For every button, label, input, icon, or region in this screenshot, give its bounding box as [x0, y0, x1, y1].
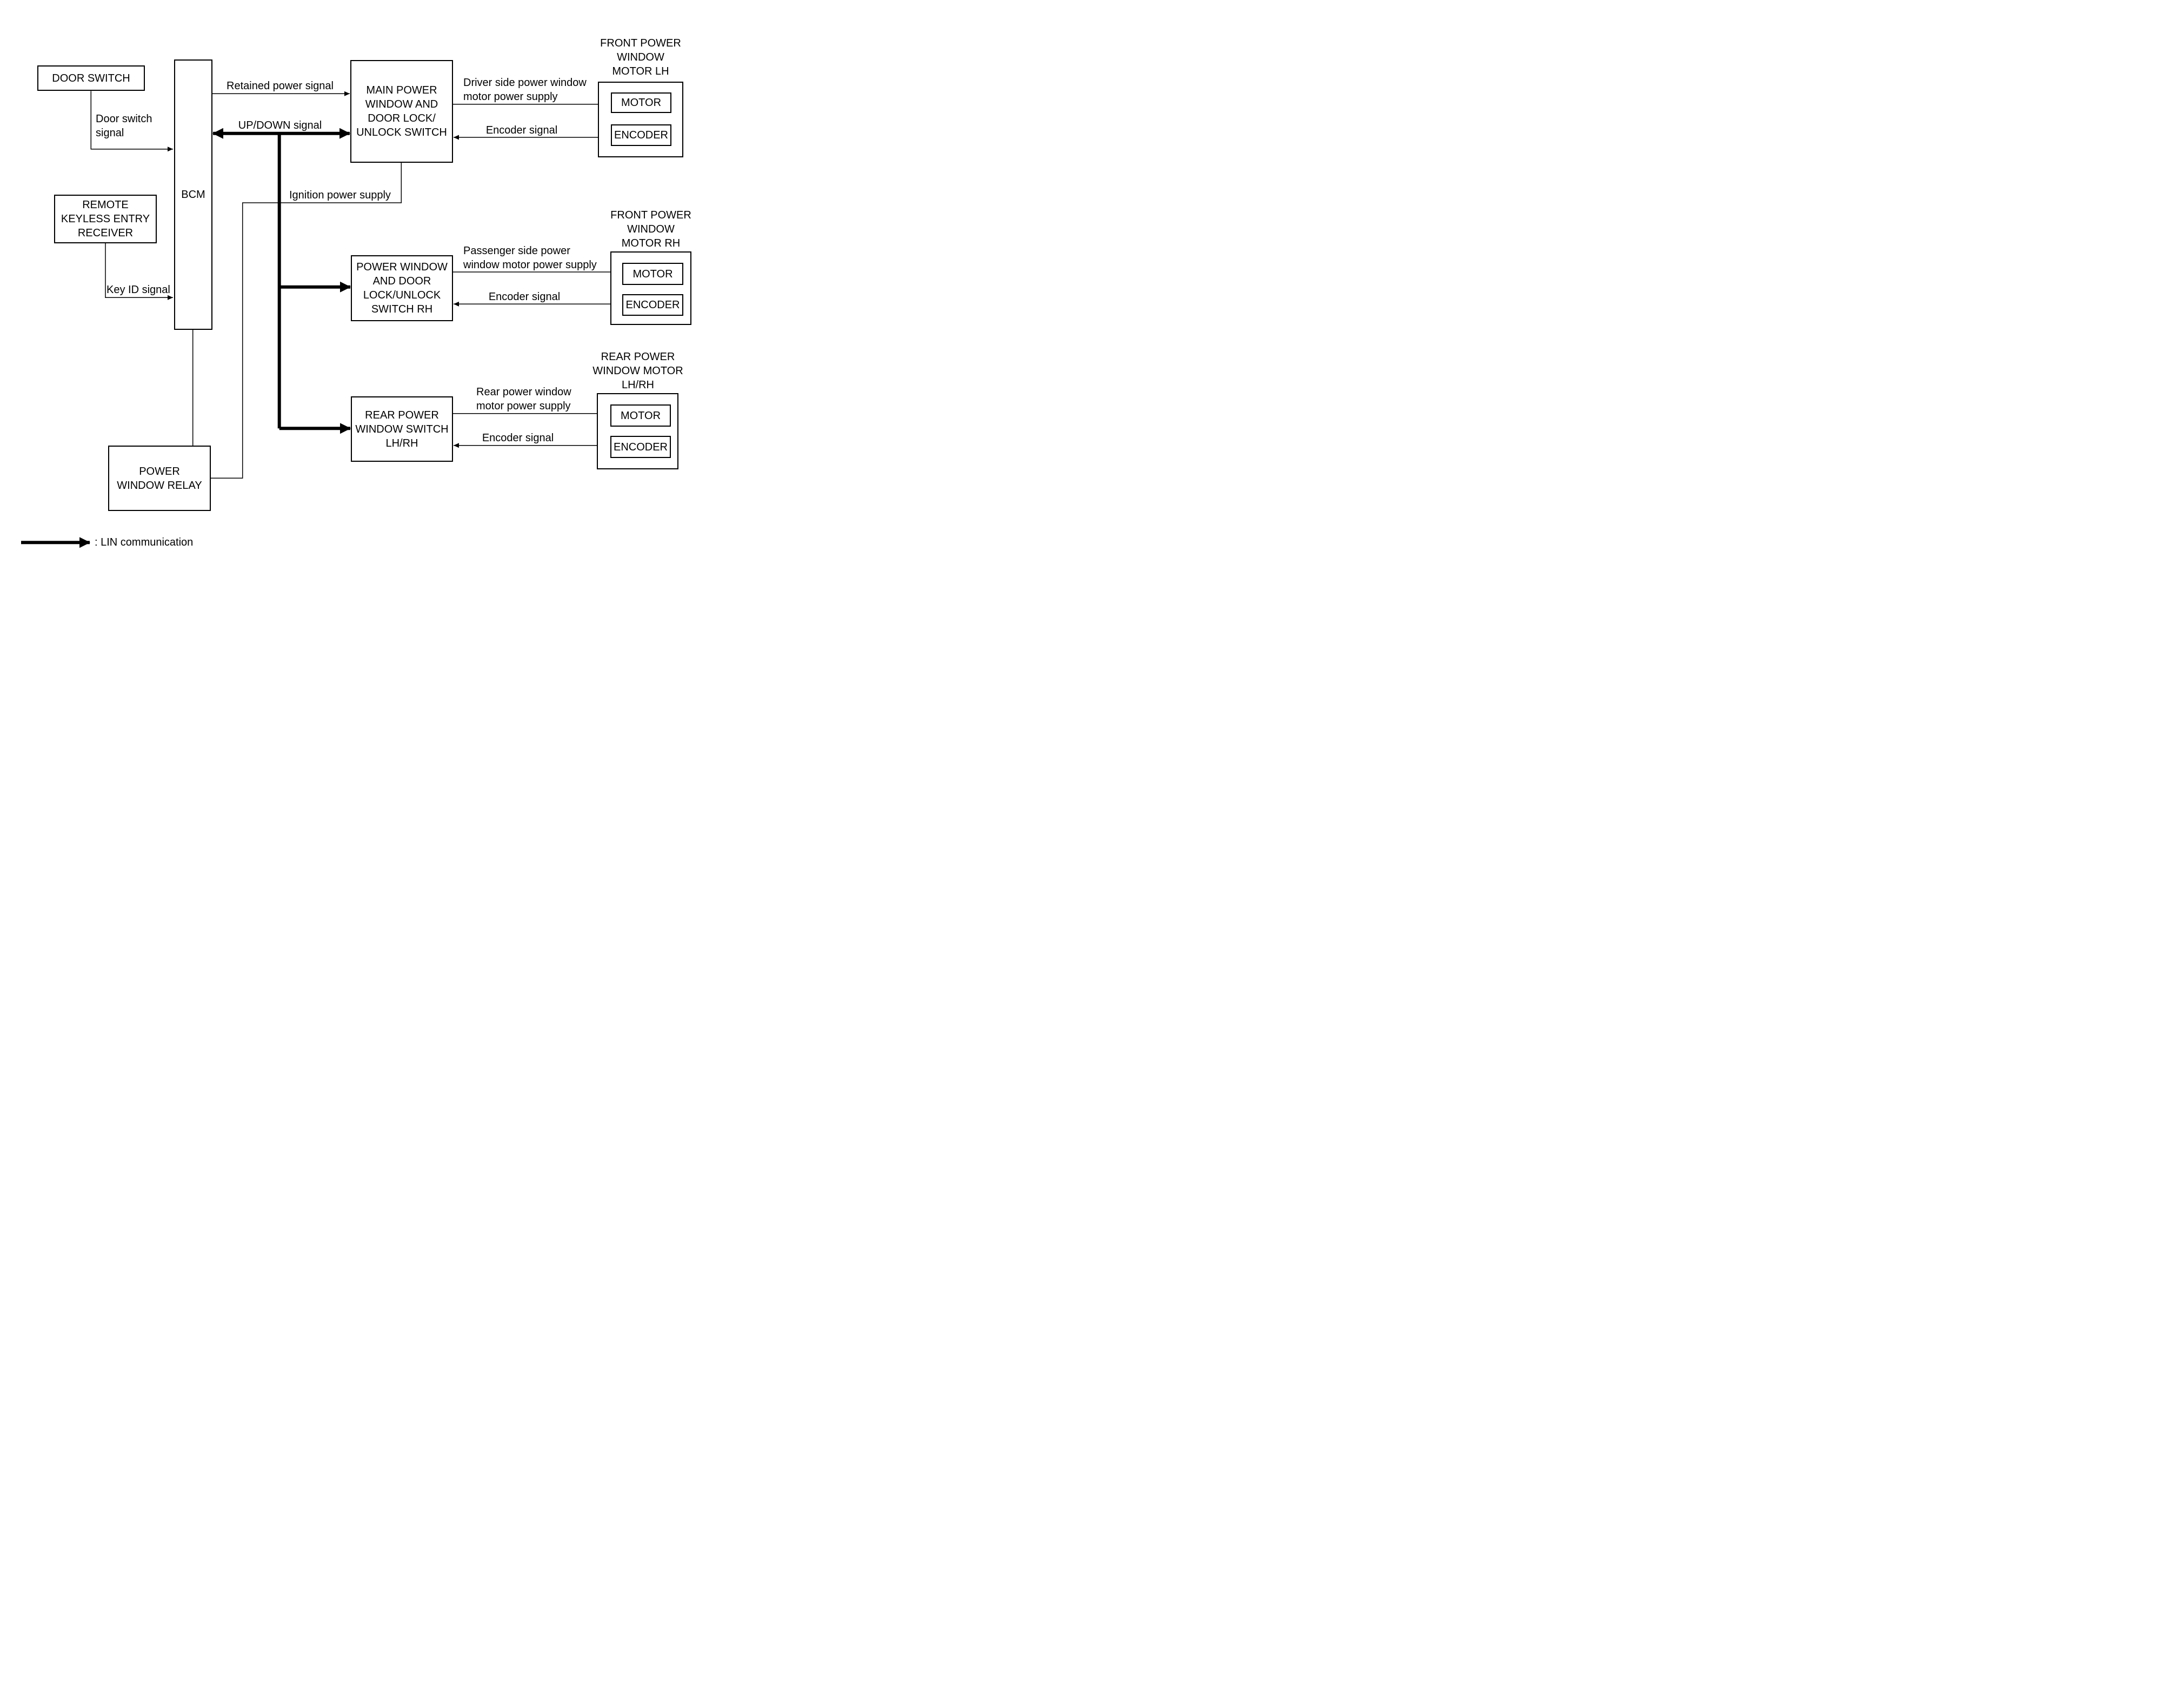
ignition-power-supply-line [211, 163, 402, 479]
label-passenger-side-motor-power-supply: Passenger side power window motor power … [463, 245, 597, 271]
remote-keyless-entry-receiver-box: REMOTE KEYLESS ENTRY RECEIVER [54, 195, 157, 243]
power-window-system-diagram: DOOR SWITCH BCM REMOTE KEYLESS ENTRY REC… [0, 0, 728, 566]
main-power-window-switch-box: MAIN POWER WINDOW AND DOOR LOCK/ UNLOCK … [350, 60, 453, 163]
power-window-switch-rh-box: POWER WINDOW AND DOOR LOCK/UNLOCK SWITCH… [351, 255, 453, 321]
key-id-signal-line [105, 243, 173, 300]
main-power-window-switch-label: MAIN POWER WINDOW AND DOOR LOCK/ UNLOCK … [356, 84, 447, 138]
encoder-rear-label: ENCODER [613, 441, 668, 453]
connector-layer [21, 91, 622, 548]
encoder-rh-box: ENCODER [622, 294, 683, 316]
label-encoder-signal-rear: Encoder signal [482, 432, 554, 444]
rear-power-window-motor-title: REAR POWER WINDOW MOTOR LH/RH [592, 351, 683, 391]
rear-power-window-switch-box: REAR POWER WINDOW SWITCH LH/RH [351, 396, 453, 462]
bcm-label: BCM [181, 189, 205, 201]
power-window-switch-rh-label: POWER WINDOW AND DOOR LOCK/UNLOCK SWITCH… [356, 261, 448, 315]
motor-rh-box: MOTOR [622, 263, 683, 285]
encoder-lh-box: ENCODER [611, 124, 671, 146]
motor-lh-label: MOTOR [621, 97, 662, 109]
encoder-rh-label: ENCODER [625, 299, 680, 311]
encoder-rear-box: ENCODER [610, 436, 671, 458]
legend-lin-communication: : LIN communication [95, 536, 194, 548]
label-rear-motor-power-supply: Rear power window motor power supply [476, 386, 571, 412]
label-ignition-power-supply: Ignition power supply [289, 189, 391, 201]
power-window-relay-label: POWER WINDOW RELAY [117, 465, 202, 492]
front-power-window-motor-rh-title: FRONT POWER WINDOW MOTOR RH [610, 209, 691, 249]
door-switch-label: DOOR SWITCH [52, 72, 130, 84]
motor-rear-label: MOTOR [620, 409, 661, 422]
label-encoder-signal-lh: Encoder signal [485, 124, 558, 136]
encoder-lh-label: ENCODER [614, 129, 668, 141]
remote-keyless-entry-receiver-label: REMOTE KEYLESS ENTRY RECEIVER [61, 199, 150, 239]
power-window-relay-box: POWER WINDOW RELAY [108, 446, 211, 511]
motor-rear-box: MOTOR [610, 404, 671, 427]
label-key-id-signal: Key ID signal [106, 284, 170, 296]
front-power-window-motor-lh-title: FRONT POWER WINDOW MOTOR LH [600, 37, 681, 77]
bcm-box: BCM [174, 59, 212, 330]
label-encoder-signal-rh: Encoder signal [488, 291, 561, 303]
door-switch-signal-line [90, 91, 173, 152]
label-driver-side-motor-power-supply: Driver side power window motor power sup… [463, 77, 587, 103]
label-up-down-signal: UP/DOWN signal [238, 120, 322, 131]
motor-rh-label: MOTOR [632, 268, 673, 280]
rear-power-window-switch-label: REAR POWER WINDOW SWITCH LH/RH [355, 409, 449, 449]
label-door-switch-signal: Door switch signal [96, 113, 152, 139]
label-retained-power-signal: Retained power signal [227, 80, 334, 92]
door-switch-box: DOOR SWITCH [37, 65, 145, 91]
motor-lh-box: MOTOR [611, 92, 671, 113]
